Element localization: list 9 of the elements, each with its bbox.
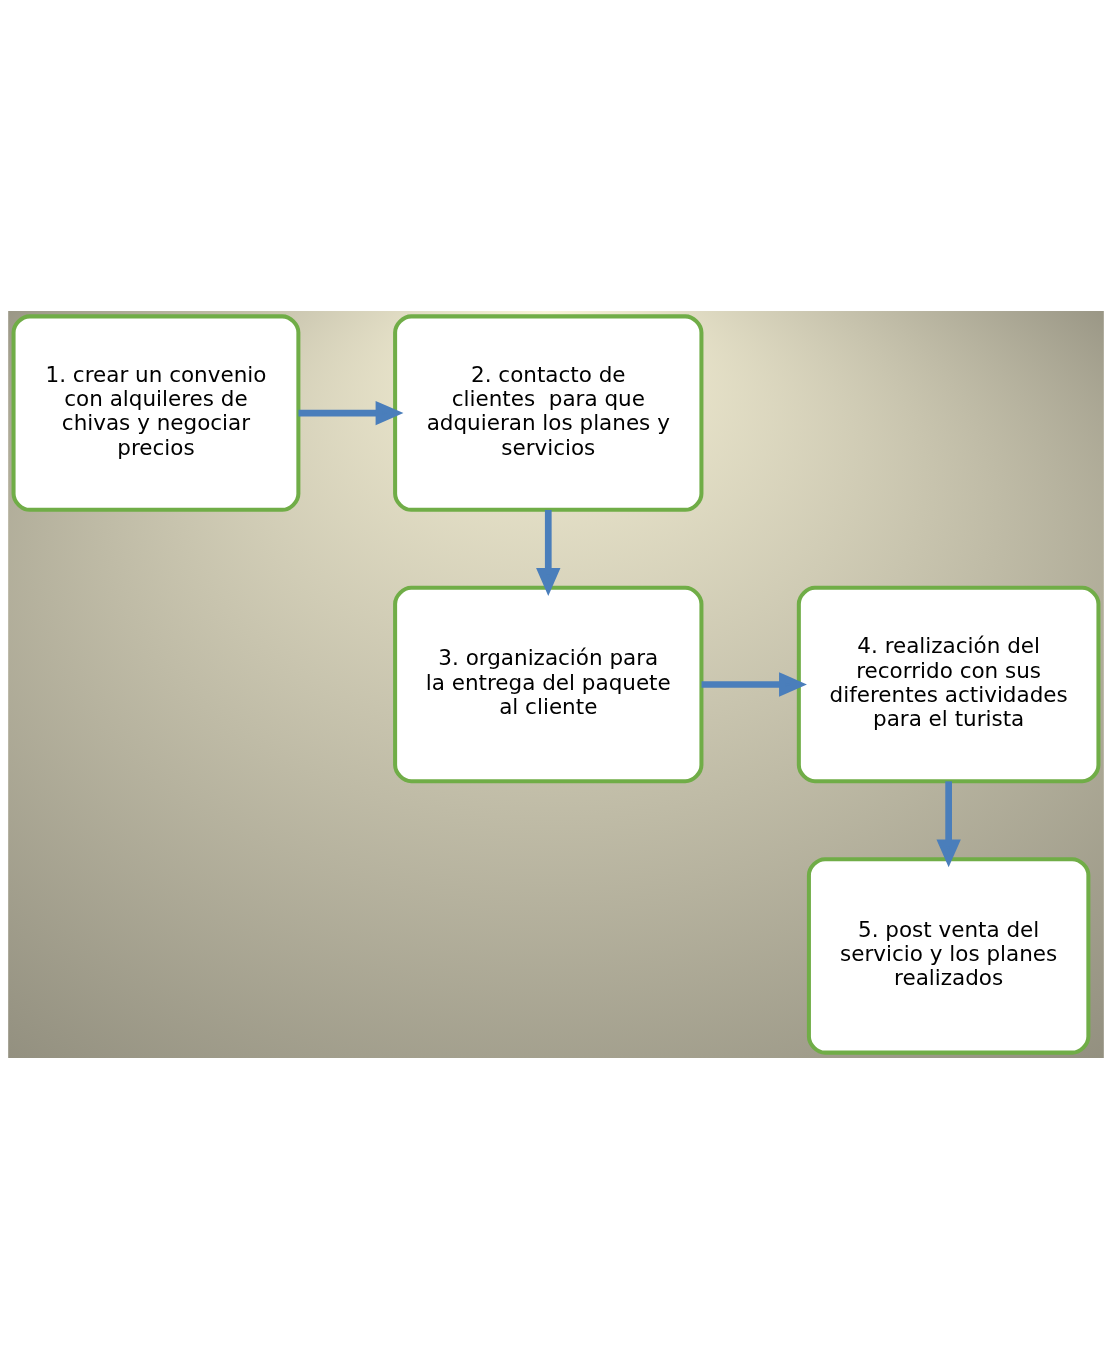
node-box: 4. realización del recorrido con sus diferentes actividades para el turista [796,585,1101,783]
arrow [936,780,961,867]
node-box: 2. contacto de clientes para que adquieran los planes y servicios [393,313,704,512]
arrow [701,671,807,697]
arrow [536,509,561,596]
node-box: 1. crear un convenio con alquileres de chivas y negociar precios [11,313,301,512]
node-box: 3. organización para la entrega del paquete al cliente [393,585,704,783]
arrow [298,400,404,425]
node-box: 5. post venta del servicio y los planes realizados [806,856,1091,1055]
